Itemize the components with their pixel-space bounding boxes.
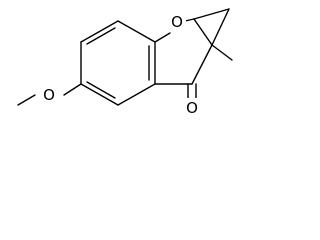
ketone-oxygen-mask xyxy=(183,98,201,118)
bond-ring-c8a-c5 xyxy=(117,20,156,43)
bond-cyclopropane-2 xyxy=(211,8,230,46)
bond-ring-c8-c4a xyxy=(117,83,156,106)
bond-c7b-carbonyl-carbon xyxy=(191,44,213,85)
methoxy-oxygen-mask xyxy=(40,85,58,105)
methoxy-oxygen-label: O xyxy=(43,86,55,104)
bond-aromatic-inner-1 xyxy=(86,27,116,45)
bond-c8a-ring-oxygen xyxy=(154,32,171,43)
bond-ring-c7-c8 xyxy=(80,83,119,106)
chemical-structure-diagram: O O O xyxy=(17,8,233,118)
bond-aromatic-inner-2 xyxy=(86,81,116,99)
bond-cyclopropane-1 xyxy=(193,8,230,20)
bond-ring-oxygen-c1a xyxy=(184,18,195,22)
ring-oxygen-label: O xyxy=(171,13,183,31)
bond-cyclopropane-3 xyxy=(193,18,213,46)
bond-aryl-methoxy-oxygen xyxy=(63,83,82,96)
bond-methoxy-methyl xyxy=(17,94,36,106)
bond-methyl xyxy=(211,44,233,61)
bond-ring-c5-c6 xyxy=(80,20,119,43)
ketone-oxygen-label: O xyxy=(186,99,198,117)
ring-oxygen-mask xyxy=(168,12,186,32)
